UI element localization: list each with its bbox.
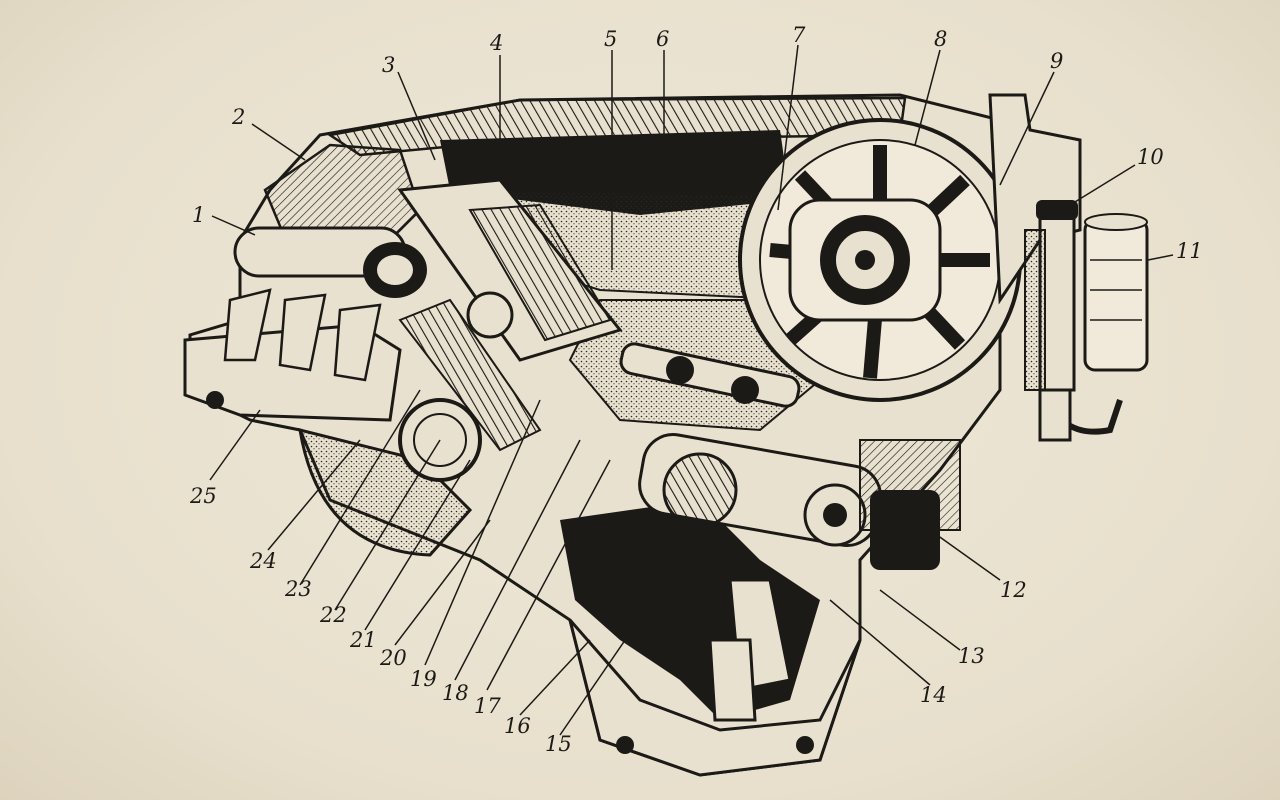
callout-24: 24 [249, 549, 277, 573]
callout-13: 13 [958, 644, 985, 668]
callout-17: 17 [474, 694, 501, 718]
callout-19: 19 [410, 667, 437, 691]
callout-18: 18 [442, 681, 469, 705]
leader-lines [209, 44, 1174, 736]
camshaft [619, 342, 801, 408]
callout-1: 1 [192, 203, 205, 227]
callout-2: 2 [231, 105, 245, 129]
callout-3: 3 [382, 53, 395, 77]
callout-15: 15 [545, 732, 572, 756]
callout-14: 14 [920, 683, 947, 707]
callout-8: 8 [934, 27, 947, 51]
oil-filter [1083, 213, 1149, 372]
oil-filler-neck [1024, 200, 1123, 442]
callout-23: 23 [284, 577, 312, 601]
cylinder-bank [233, 143, 427, 298]
callout-12: 12 [1000, 578, 1027, 602]
callout-6: 6 [656, 27, 669, 51]
callout-7: 7 [792, 23, 806, 47]
callout-21: 21 [349, 628, 377, 652]
callout-22: 22 [319, 603, 347, 627]
cooling-fan [738, 118, 1022, 402]
callout-25: 25 [189, 484, 217, 508]
fan-housing-plate [988, 93, 1082, 305]
callout-10: 10 [1137, 145, 1164, 169]
callout-11: 11 [1176, 239, 1203, 263]
callout-numbers: 1 2 3 4 5 6 7 8 9 10 11 12 13 14 15 16 1… [189, 23, 1203, 756]
oil-sump [568, 619, 862, 777]
callout-16: 16 [504, 714, 531, 738]
callout-4: 4 [489, 31, 503, 55]
callout-9: 9 [1050, 49, 1063, 73]
crankshaft-nose [638, 433, 961, 570]
callout-20: 20 [379, 646, 407, 670]
callout-5: 5 [604, 27, 617, 51]
oil-pump [708, 578, 792, 722]
exhaust-manifold [183, 288, 402, 422]
cylinder-liner [397, 178, 623, 452]
